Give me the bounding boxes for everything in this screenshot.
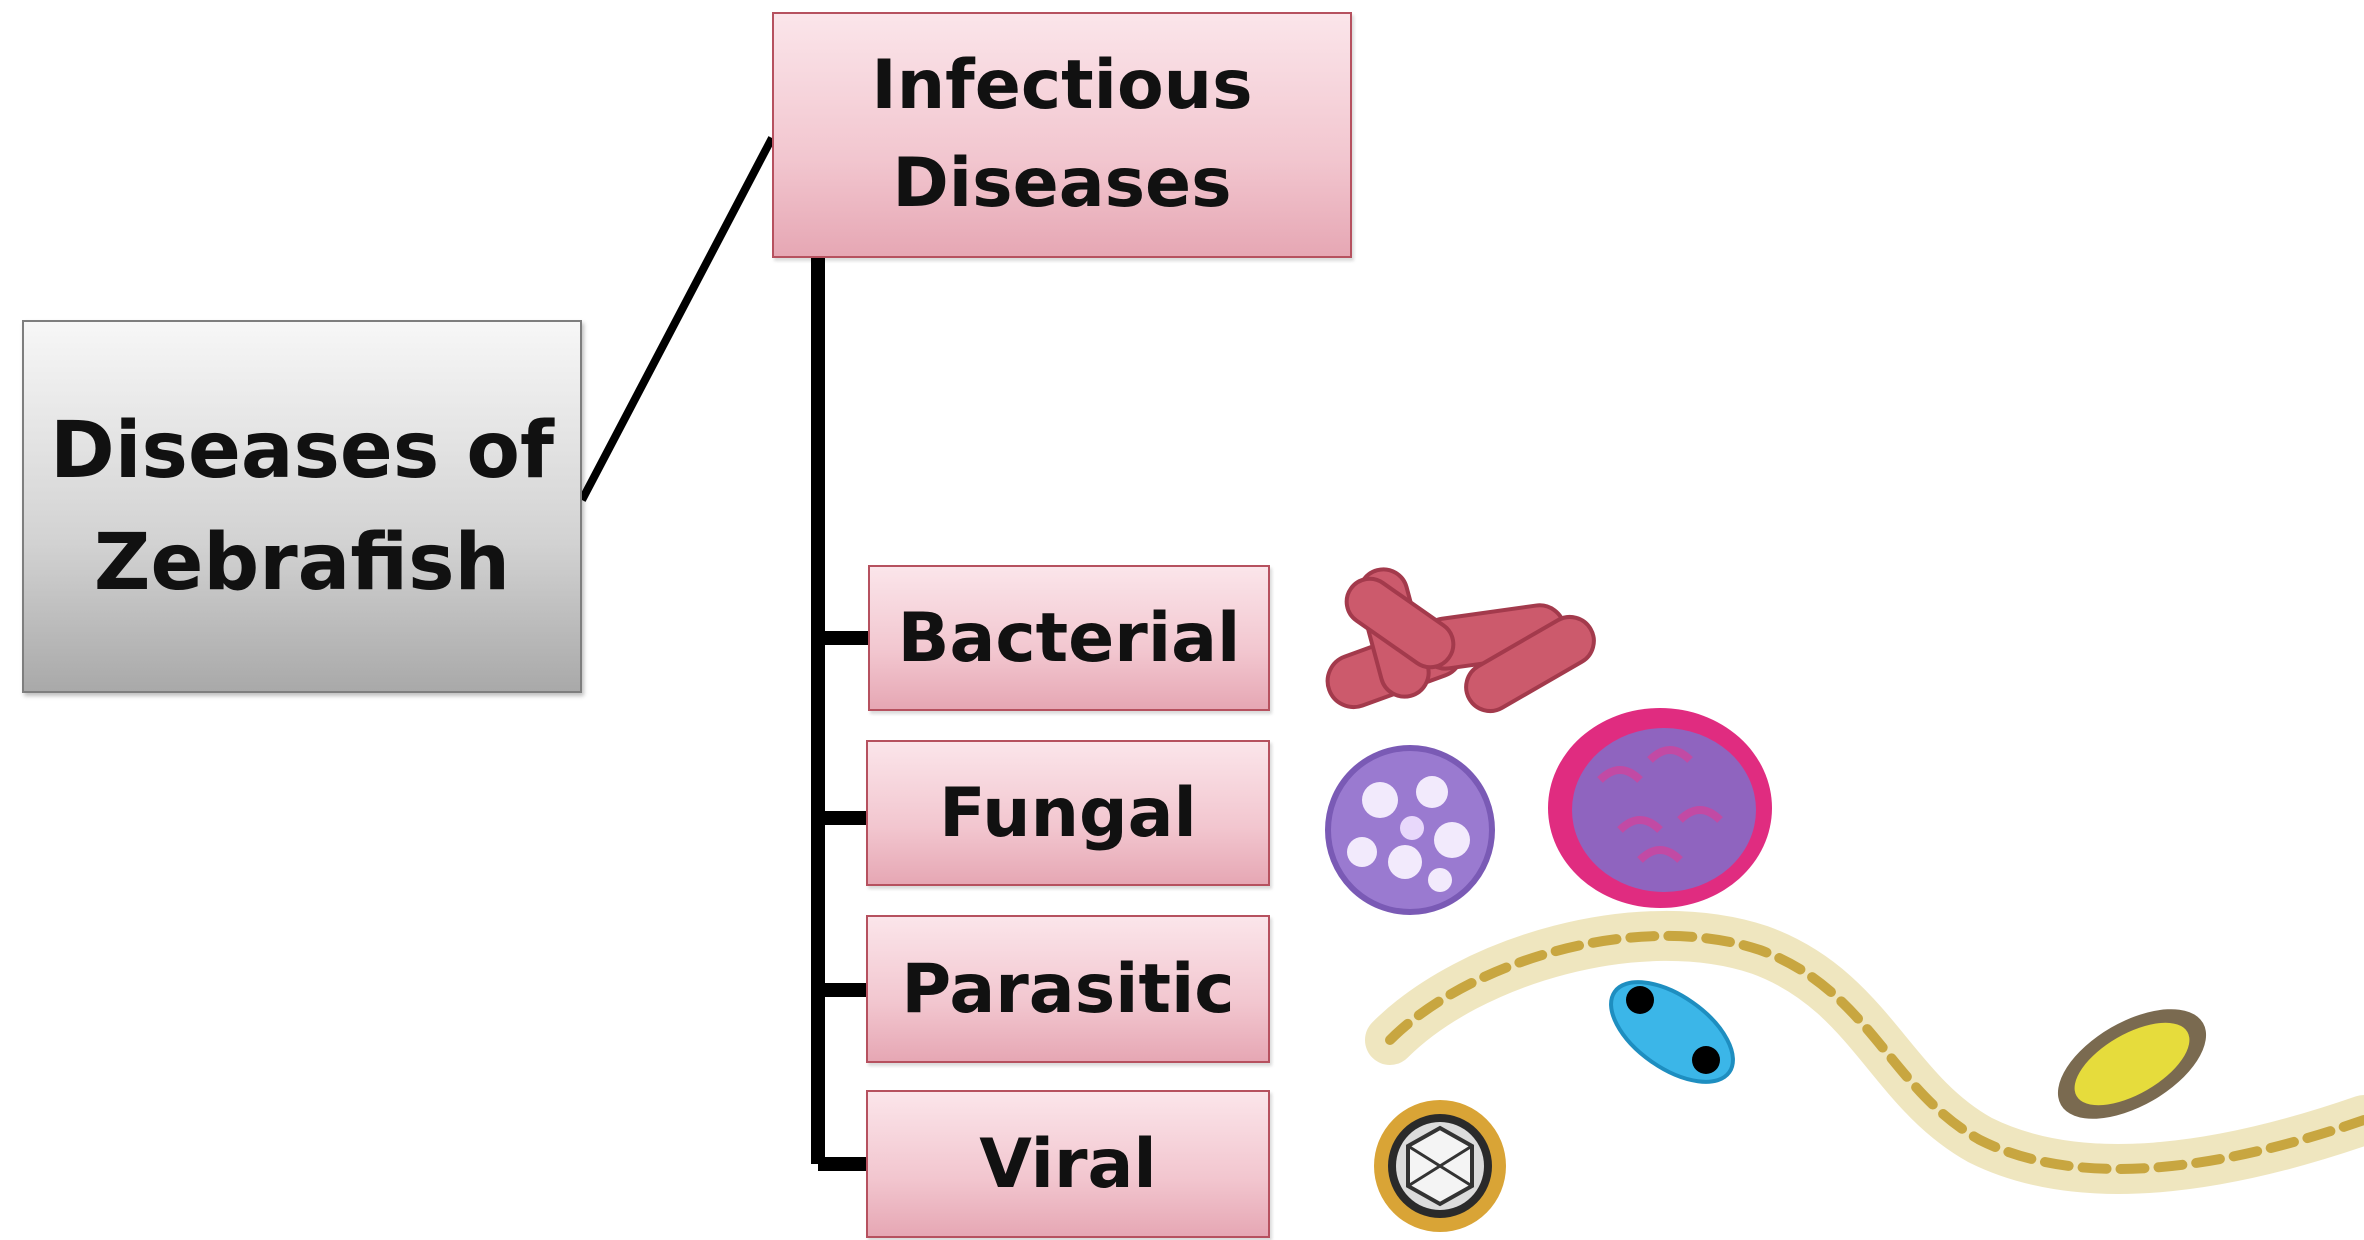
fungal-spore-icon <box>1328 748 1492 912</box>
virus-icon <box>1374 1100 1506 1232</box>
parasite-egg-icon <box>2040 987 2224 1142</box>
parasite-cell-icon <box>1594 962 1750 1101</box>
fungal-cyst-icon <box>1548 708 1772 908</box>
parasite-worm-icon <box>1390 936 2364 1169</box>
bacteria-icon <box>1320 564 1602 720</box>
